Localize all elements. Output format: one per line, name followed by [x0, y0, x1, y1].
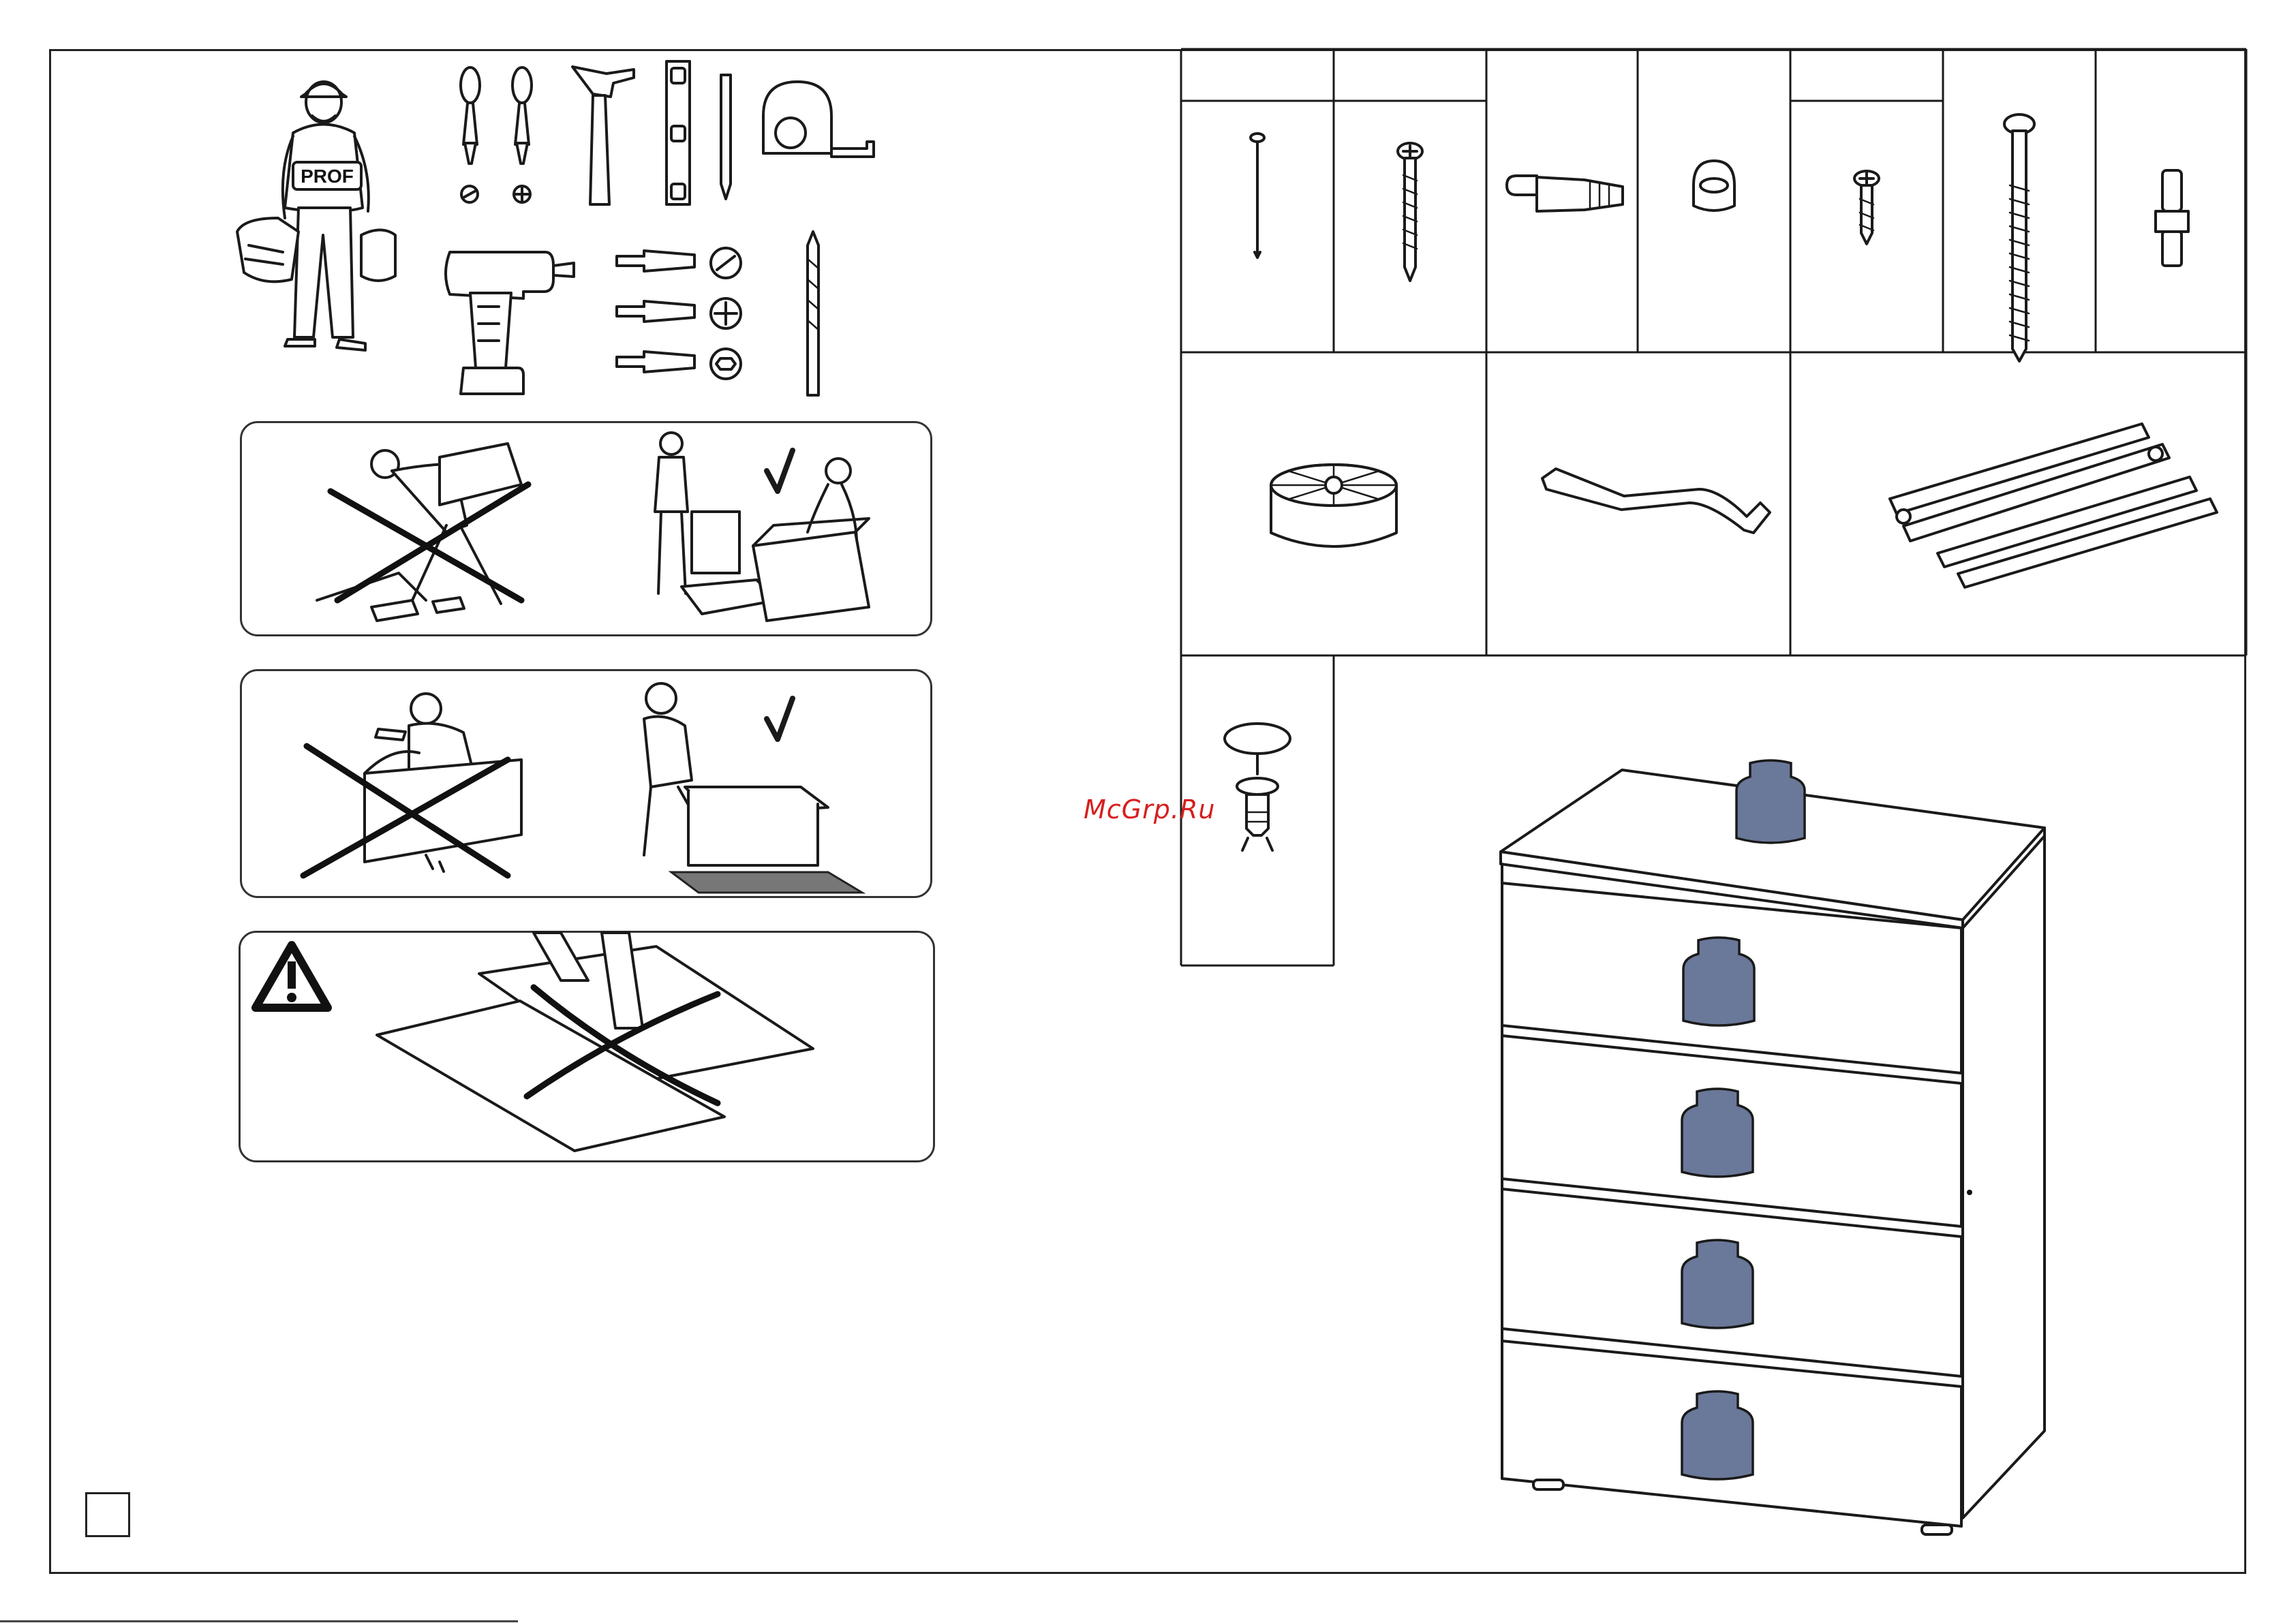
right-mat-scene: [644, 683, 862, 893]
plastic-foot-icon: [1271, 465, 1396, 546]
spirit-level-icon: [667, 61, 690, 204]
hex-key-icon: [1542, 469, 1770, 533]
worker-icon: PROF: [237, 82, 395, 350]
drill-bit-icon: [808, 232, 818, 395]
pencil-icon: [721, 75, 731, 199]
right-helper-scene: [655, 433, 869, 621]
short-screw-icon: [1854, 171, 1879, 244]
drawer-runner-icon: [1890, 424, 2217, 587]
flat-bit-icon: [617, 248, 741, 278]
foot-front-right: [1922, 1525, 1952, 1534]
prof-label: PROF: [301, 166, 354, 187]
phillips-screwdriver-icon: [512, 67, 532, 202]
cam-lock-icon: [1694, 161, 1734, 211]
panels-on-floor-scene: [377, 933, 813, 1151]
panel-work-surface: [240, 421, 932, 636]
hammer-icon: [572, 67, 634, 204]
foot-front-left: [1533, 1480, 1563, 1489]
dowel-pin-icon: [2156, 170, 2188, 266]
shelf-support-icon: [1225, 724, 1290, 850]
check-mark-icon: [767, 698, 793, 739]
wrong-sawhorse-scene: [317, 444, 528, 621]
warning-triangle-icon: [256, 945, 328, 1008]
watermark-text: McGrp.Ru: [1084, 794, 1215, 824]
flat-screwdriver-icon: [461, 67, 480, 202]
bottom-rule: [0, 1620, 518, 1622]
chest-of-drawers-diagram: [1493, 749, 2051, 1540]
page-number-box: [85, 1492, 130, 1537]
phillips-bit-icon: [617, 298, 741, 328]
wood-screw-icon: [1398, 143, 1422, 281]
panel-warning: [239, 931, 935, 1162]
connector-bolt-icon: [1507, 176, 1623, 211]
hex-bit-icon: [617, 349, 741, 379]
weight-icon-top: [1736, 760, 1805, 843]
long-screw-icon: [2004, 114, 2034, 361]
nail-icon: [1251, 134, 1264, 258]
tools-section: PROF: [225, 61, 852, 395]
wrong-hammer-scene: [303, 694, 521, 876]
cordless-drill-icon: [446, 252, 574, 394]
chest-side: [1963, 836, 2045, 1518]
check-mark-icon: [767, 450, 793, 491]
panel-protection: [240, 669, 932, 898]
